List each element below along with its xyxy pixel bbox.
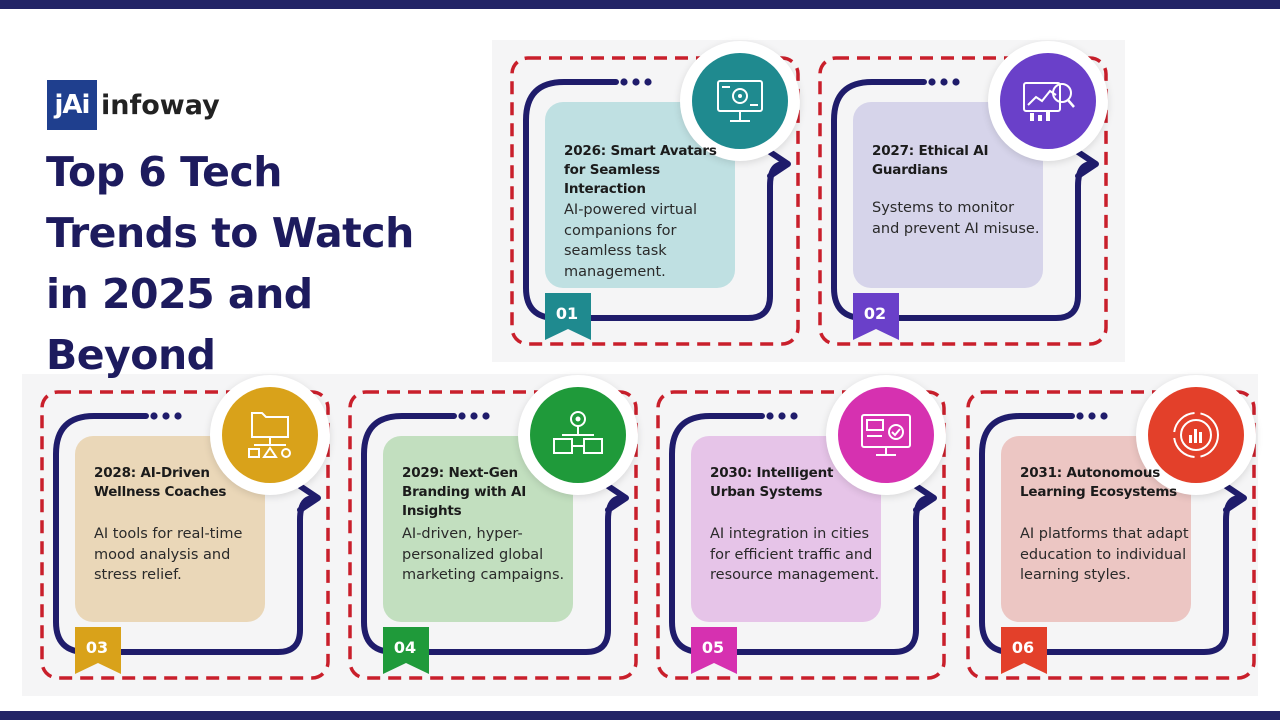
card-title: 2029: Next-Gen Branding with AI Insights <box>402 465 527 519</box>
monitor-check-icon <box>861 414 911 456</box>
card-title: 2030: Intelligent Urban Systems <box>710 465 834 500</box>
card-title: 2026: Smart Avatars for Seamless Interac… <box>564 143 717 197</box>
card-number: 06 <box>1011 638 1035 657</box>
card-description: AI-powered virtual companions for seamle… <box>564 202 698 280</box>
top-border-bar <box>0 0 1280 9</box>
trend-card-06: 2031: Autonomous Learning Ecosystems AI p… <box>964 374 1274 680</box>
card-title: 2027: Ethical AI Guardians <box>872 143 989 178</box>
trend-card-03: 2028: AI-Driven Wellness Coaches AI tools… <box>38 374 348 680</box>
trend-card-05: 2030: Intelligent Urban Systems AI integr… <box>654 374 964 680</box>
folder-hierarchy-icon <box>248 412 291 458</box>
radial-chart-icon <box>1173 412 1219 458</box>
card-title: 2028: AI-Driven Wellness Coaches <box>94 465 227 500</box>
card-number-tag: 03 <box>75 627 125 674</box>
card-icon-badge <box>210 375 330 495</box>
card-title: 2031: Autonomous Learning Ecosystems <box>1020 465 1178 500</box>
card-number-tag: 06 <box>1001 627 1051 674</box>
card-number-tag: 02 <box>853 293 903 340</box>
trend-card-04: 2029: Next-Gen Branding with AI Insights… <box>346 374 656 680</box>
card-description: AI-driven, hyper-personalized global mar… <box>402 526 565 583</box>
card-icon-badge <box>826 375 946 495</box>
card-number-tag: 01 <box>545 293 595 340</box>
card-icon-badge <box>518 375 638 495</box>
card-number: 03 <box>85 638 109 657</box>
logo-mark: jAi <box>47 80 97 130</box>
gear-network-icon <box>553 411 603 454</box>
card-icon-badge <box>1136 375 1256 495</box>
card-number-tag: 05 <box>691 627 741 674</box>
card-icon-badge <box>988 41 1108 161</box>
card-number: 02 <box>863 304 887 323</box>
card-number: 01 <box>555 304 579 323</box>
card-description: AI platforms that adapt education to ind… <box>1020 526 1189 583</box>
trend-card-01: 2026: Smart Avatars for Seamless Interac… <box>508 40 818 346</box>
card-number: 05 <box>701 638 725 657</box>
card-description: AI tools for real-time mood analysis and… <box>94 526 243 583</box>
card-description: AI integration in cities for efficient t… <box>710 526 880 583</box>
logo-text: infoway <box>101 89 220 121</box>
card-description: Systems to monitor and prevent AI misuse… <box>872 200 1040 237</box>
card-number-tag: 04 <box>383 627 433 674</box>
analytics-search-icon <box>1023 82 1075 121</box>
bottom-border-bar <box>0 711 1280 720</box>
card-number: 04 <box>393 638 417 657</box>
card-icon-badge <box>680 41 800 161</box>
monitor-settings-icon <box>717 80 763 122</box>
brand-logo[interactable]: jAi infoway <box>47 80 220 130</box>
page-title: Top 6 Tech Trends to Watch in 2025 and B… <box>46 148 414 379</box>
